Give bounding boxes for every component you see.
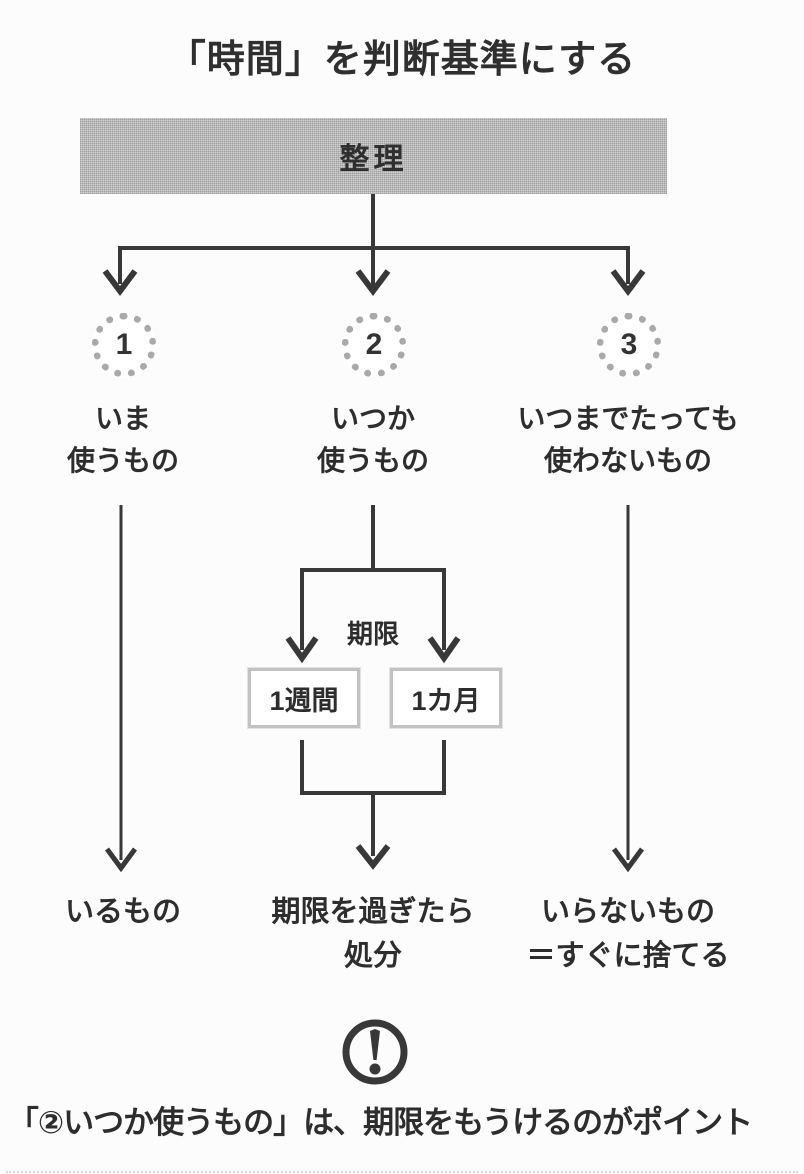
- branch3-label-line1: いつまでたっても: [517, 403, 739, 434]
- root-box: 整理: [80, 118, 667, 194]
- branch2-label: いつか 使うもの: [233, 398, 513, 482]
- exclamation-icon: [342, 1019, 408, 1085]
- deadline-box-1month-label: 1カ月: [411, 685, 481, 716]
- branch2-label-line1: いつか: [330, 403, 415, 434]
- branch2-number-badge: 2: [342, 313, 406, 377]
- arrow-right-stub-head: [610, 269, 646, 296]
- arrow-root-head: [355, 269, 391, 296]
- deadline-right-head: [427, 636, 461, 664]
- branch2-label-line2: 使うもの: [316, 445, 429, 476]
- branch3-result: いらないもの ＝すぐに捨てる: [478, 890, 778, 978]
- deadline-box-1month: 1カ月: [389, 667, 503, 729]
- deadline-box-1week-label: 1週間: [269, 685, 339, 716]
- branch1-result: いるもの: [0, 890, 273, 934]
- branch2-number: 2: [365, 328, 383, 361]
- branch3-label: いつまでたっても 使わないもの: [488, 398, 768, 482]
- branch1-number: 1: [115, 328, 133, 361]
- branch3-result-line2: ＝すぐに捨てる: [526, 940, 730, 972]
- branch1-label-line1: いま: [94, 403, 151, 434]
- arrow-branch1-long-head: [104, 847, 138, 873]
- branch3-number: 3: [620, 328, 638, 361]
- bottom-dotted-rule: [6, 1171, 798, 1173]
- deadline-label: 期限: [346, 619, 399, 649]
- branch2-result: 期限を過ぎたら 処分: [223, 890, 523, 978]
- branch3-result-line1: いらないもの: [540, 896, 715, 928]
- deadline-left-head: [285, 636, 319, 664]
- branch1-label: いま 使うもの: [0, 398, 263, 482]
- branch3-number-badge: 3: [597, 313, 661, 377]
- arrow-branch3-long-head: [611, 847, 645, 873]
- page-title: 「時間」を判断基準にする: [167, 39, 637, 81]
- branch1-number-badge: 1: [92, 313, 156, 377]
- branch3-label-line2: 使わないもの: [543, 445, 712, 476]
- arrow-branch2-final-head: [355, 844, 391, 870]
- deadline-box-1week: 1週間: [247, 667, 361, 729]
- branch2-result-line2: 処分: [343, 940, 402, 972]
- branch2-result-line1: 期限を過ぎたら: [271, 896, 475, 928]
- branch1-result-line1: いるもの: [64, 896, 181, 928]
- branch1-label-line2: 使うもの: [66, 445, 179, 476]
- note-text: 「②いつか使うもの」は、期限をもうけるのがポイント: [7, 1105, 753, 1140]
- root-box-label: 整理: [339, 143, 408, 176]
- arrow-left-stub-head: [102, 269, 138, 296]
